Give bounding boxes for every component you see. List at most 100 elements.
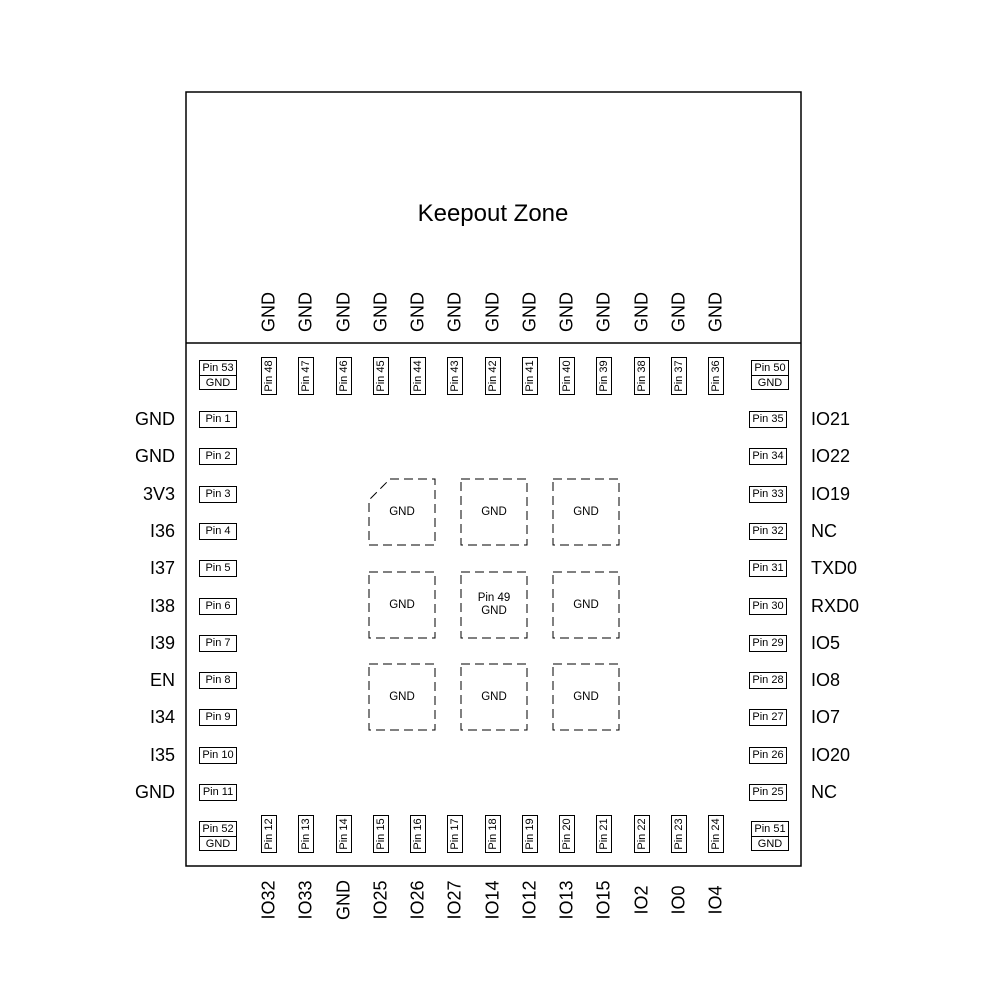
pin-pad-31: Pin 31 xyxy=(749,560,787,578)
pin-pad-47: Pin 47 xyxy=(298,357,315,395)
pin-pad-19: Pin 19 xyxy=(521,815,538,853)
pin-signal-label: IO33 xyxy=(295,880,316,920)
pin-signal-label: IO7 xyxy=(811,707,841,728)
pin-signal-label: IO25 xyxy=(370,880,391,920)
pin-signal-label: I36 xyxy=(149,520,175,541)
pin-pad-43: Pin 43 xyxy=(447,357,464,395)
pin-pad-6: Pin 6 xyxy=(199,597,237,615)
pin-signal-label: GND xyxy=(482,292,502,332)
pin-pad-17: Pin 17 xyxy=(447,815,464,853)
pin-pad-38: Pin 38 xyxy=(633,357,650,395)
pin-signal-label: GND xyxy=(135,446,175,467)
pin-pad-32: Pin 32 xyxy=(749,522,787,540)
pin-signal-label: GND xyxy=(333,292,353,332)
pin-signal-label: EN xyxy=(149,670,175,691)
pin-signal-label: GND xyxy=(135,409,175,429)
pin-pad-48: Pin 48 xyxy=(261,357,277,395)
pin-pad-33: Pin 33 xyxy=(749,485,787,503)
pin-pad-25: Pin 25 xyxy=(749,784,787,801)
pin-pad-34: Pin 34 xyxy=(749,448,787,466)
pin-pad-40: Pin 40 xyxy=(559,357,575,395)
pin-pad-21: Pin 21 xyxy=(596,815,613,853)
pin-pad-35: Pin 35 xyxy=(749,411,787,428)
pin-signal-label: IO13 xyxy=(556,880,577,920)
pin-signal-label: GND xyxy=(593,292,614,332)
pin-signal-label: IO0 xyxy=(668,885,689,915)
pin-pad-37: Pin 37 xyxy=(670,357,687,395)
pin-pad-4: Pin 4 xyxy=(199,522,237,540)
pin-pad-12: Pin 12 xyxy=(261,815,277,853)
pin-signal-label: IO22 xyxy=(811,446,851,467)
pin-pad-11: Pin 11 xyxy=(199,784,237,801)
pin-pad-46: Pin 46 xyxy=(335,357,352,395)
pin-signal-label: I34 xyxy=(149,707,175,728)
pin-signal-label: IO4 xyxy=(705,885,726,915)
pin-pad-45: Pin 45 xyxy=(372,357,389,395)
pin-signal-label: GND xyxy=(258,292,279,332)
pin-pad-9: Pin 9 xyxy=(199,709,237,727)
pin-signal-label: GND xyxy=(705,292,726,332)
pin-pad-27: Pin 27 xyxy=(749,709,787,727)
pin-signal-label: I37 xyxy=(149,558,175,579)
thermal-ground-pad: GND xyxy=(368,663,436,731)
pin-pad-10: Pin 10 xyxy=(199,746,237,764)
pin-signal-label: IO14 xyxy=(482,880,502,920)
pin-signal-label: RXD0 xyxy=(811,595,860,616)
pin-signal-label: GND xyxy=(519,292,540,332)
pin-pad-39: Pin 39 xyxy=(596,357,613,395)
pin-signal-label: IO21 xyxy=(811,409,851,429)
thermal-ground-pad: GND xyxy=(552,478,620,546)
pin-pad-16: Pin 16 xyxy=(410,815,426,853)
pin-signal-label: GND xyxy=(631,292,651,332)
thermal-ground-pad: GND xyxy=(368,571,436,639)
pin-pad-41: Pin 41 xyxy=(521,357,538,395)
pin-signal-label: NC xyxy=(811,782,837,802)
pin-pad-5: Pin 5 xyxy=(199,560,237,578)
pin-pad-22: Pin 22 xyxy=(633,815,650,853)
pin-pad-24: Pin 24 xyxy=(708,815,724,853)
pin-signal-label: NC xyxy=(811,520,837,541)
pin-pad-29: Pin 29 xyxy=(749,634,787,652)
thermal-ground-pad: GND xyxy=(460,663,528,731)
pin-signal-label: IO32 xyxy=(258,880,279,920)
pin-pad-28: Pin 28 xyxy=(749,672,787,690)
pin-pad-13: Pin 13 xyxy=(298,815,315,853)
pin-signal-label: GND xyxy=(333,880,353,920)
pin-signal-label: GND xyxy=(444,292,465,332)
pin-pad-42: Pin 42 xyxy=(484,357,501,395)
pin-signal-label: I35 xyxy=(149,744,175,765)
pin-pad-8: Pin 8 xyxy=(199,672,237,690)
pin-signal-label: GND xyxy=(556,292,577,332)
pin-signal-label: IO12 xyxy=(519,880,540,920)
pin-pad-23: Pin 23 xyxy=(670,815,687,853)
thermal-ground-pad: GND xyxy=(460,478,528,546)
pin-pad-2: Pin 2 xyxy=(199,448,237,466)
pin-pad-36: Pin 36 xyxy=(708,357,724,395)
pin-pad-44: Pin 44 xyxy=(410,357,426,395)
pin-pad-20: Pin 20 xyxy=(559,815,575,853)
pin-pad-3: Pin 3 xyxy=(199,485,237,503)
thermal-ground-pad: GND xyxy=(552,571,620,639)
pin-signal-label: TXD0 xyxy=(811,558,858,579)
pin-signal-label: I39 xyxy=(149,632,175,653)
pin-signal-label: GND xyxy=(668,292,689,332)
pin-signal-label: IO19 xyxy=(811,483,851,504)
pin-pad-1: Pin 1 xyxy=(199,411,237,428)
pin-signal-label: IO8 xyxy=(811,670,841,691)
pin-signal-label: IO26 xyxy=(407,880,428,920)
pin-signal-label: IO27 xyxy=(444,880,465,920)
pin-pad-14: Pin 14 xyxy=(335,815,352,853)
thermal-ground-pad: GND xyxy=(368,478,436,546)
pin-pad-15: Pin 15 xyxy=(372,815,389,853)
pin-signal-label: GND xyxy=(135,782,175,802)
pin-signal-label: IO20 xyxy=(811,744,851,765)
pin-signal-label: IO5 xyxy=(811,632,841,653)
thermal-ground-pad: GND xyxy=(552,663,620,731)
pin-signal-label: 3V3 xyxy=(142,483,175,504)
keepout-zone-label: Keepout Zone xyxy=(417,200,569,227)
